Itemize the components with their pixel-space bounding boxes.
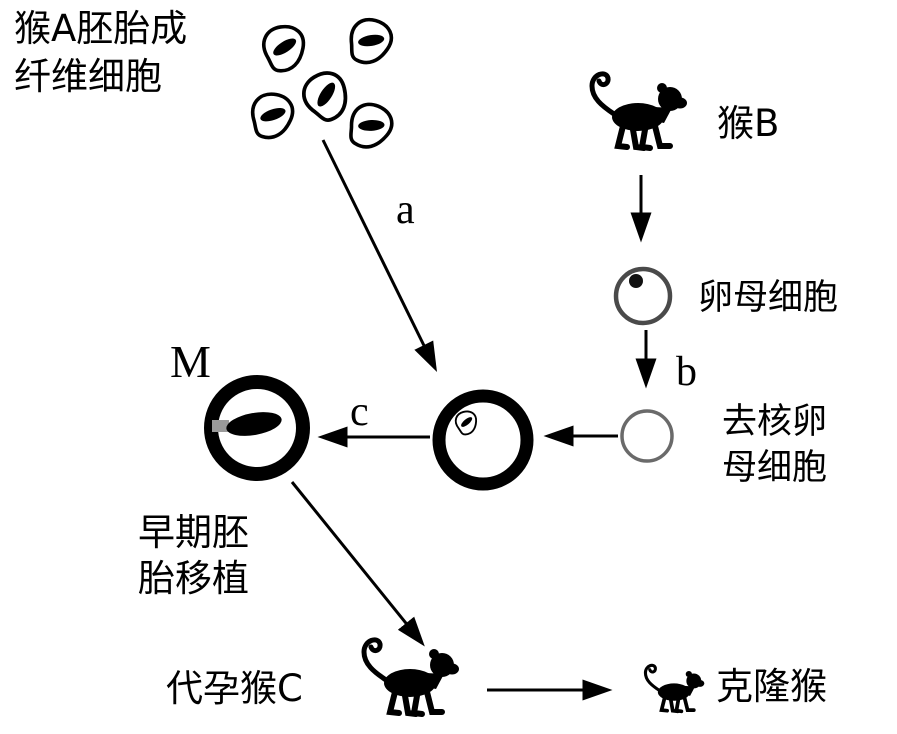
embryo-transfer-label-line1: 早期胚 [138, 511, 249, 554]
enucleated-label-line2: 母细胞 [722, 448, 828, 488]
clone-label: 克隆猴 [716, 665, 827, 708]
oocyte-label: 卵母细胞 [698, 278, 839, 318]
m-label: M [170, 336, 211, 387]
monkey-a-cells-label-line1: 猴A胚胎成 [14, 7, 188, 50]
arrow-b-label: b [676, 349, 697, 395]
monkey-b-label: 猴B [717, 102, 780, 145]
embryo-transfer-label-line2: 胎移植 [138, 557, 249, 600]
fibroblast-cells-icon [248, 13, 399, 157]
arrow-c-label: c [350, 389, 369, 435]
enucleated-oocyte-icon [620, 409, 674, 463]
arrow-embryo-transfer [290, 481, 425, 647]
oocyte-icon [613, 266, 673, 326]
flow-arrows [290, 139, 657, 701]
monkey-a-cells-label-line2: 纤维细胞 [14, 55, 162, 98]
surrogate-monkey-icon [364, 640, 459, 714]
enucleated-label-line1: 去核卵 [722, 402, 828, 442]
monkey-b-icon [592, 74, 687, 148]
arrow-a [321, 139, 437, 373]
arrow-a-label: a [396, 187, 415, 233]
surrogate-label: 代孕猴C [166, 667, 303, 710]
fused-cell-icon [432, 389, 534, 491]
clone-monkey-icon [643, 663, 707, 714]
embryo-m-icon [204, 375, 310, 481]
